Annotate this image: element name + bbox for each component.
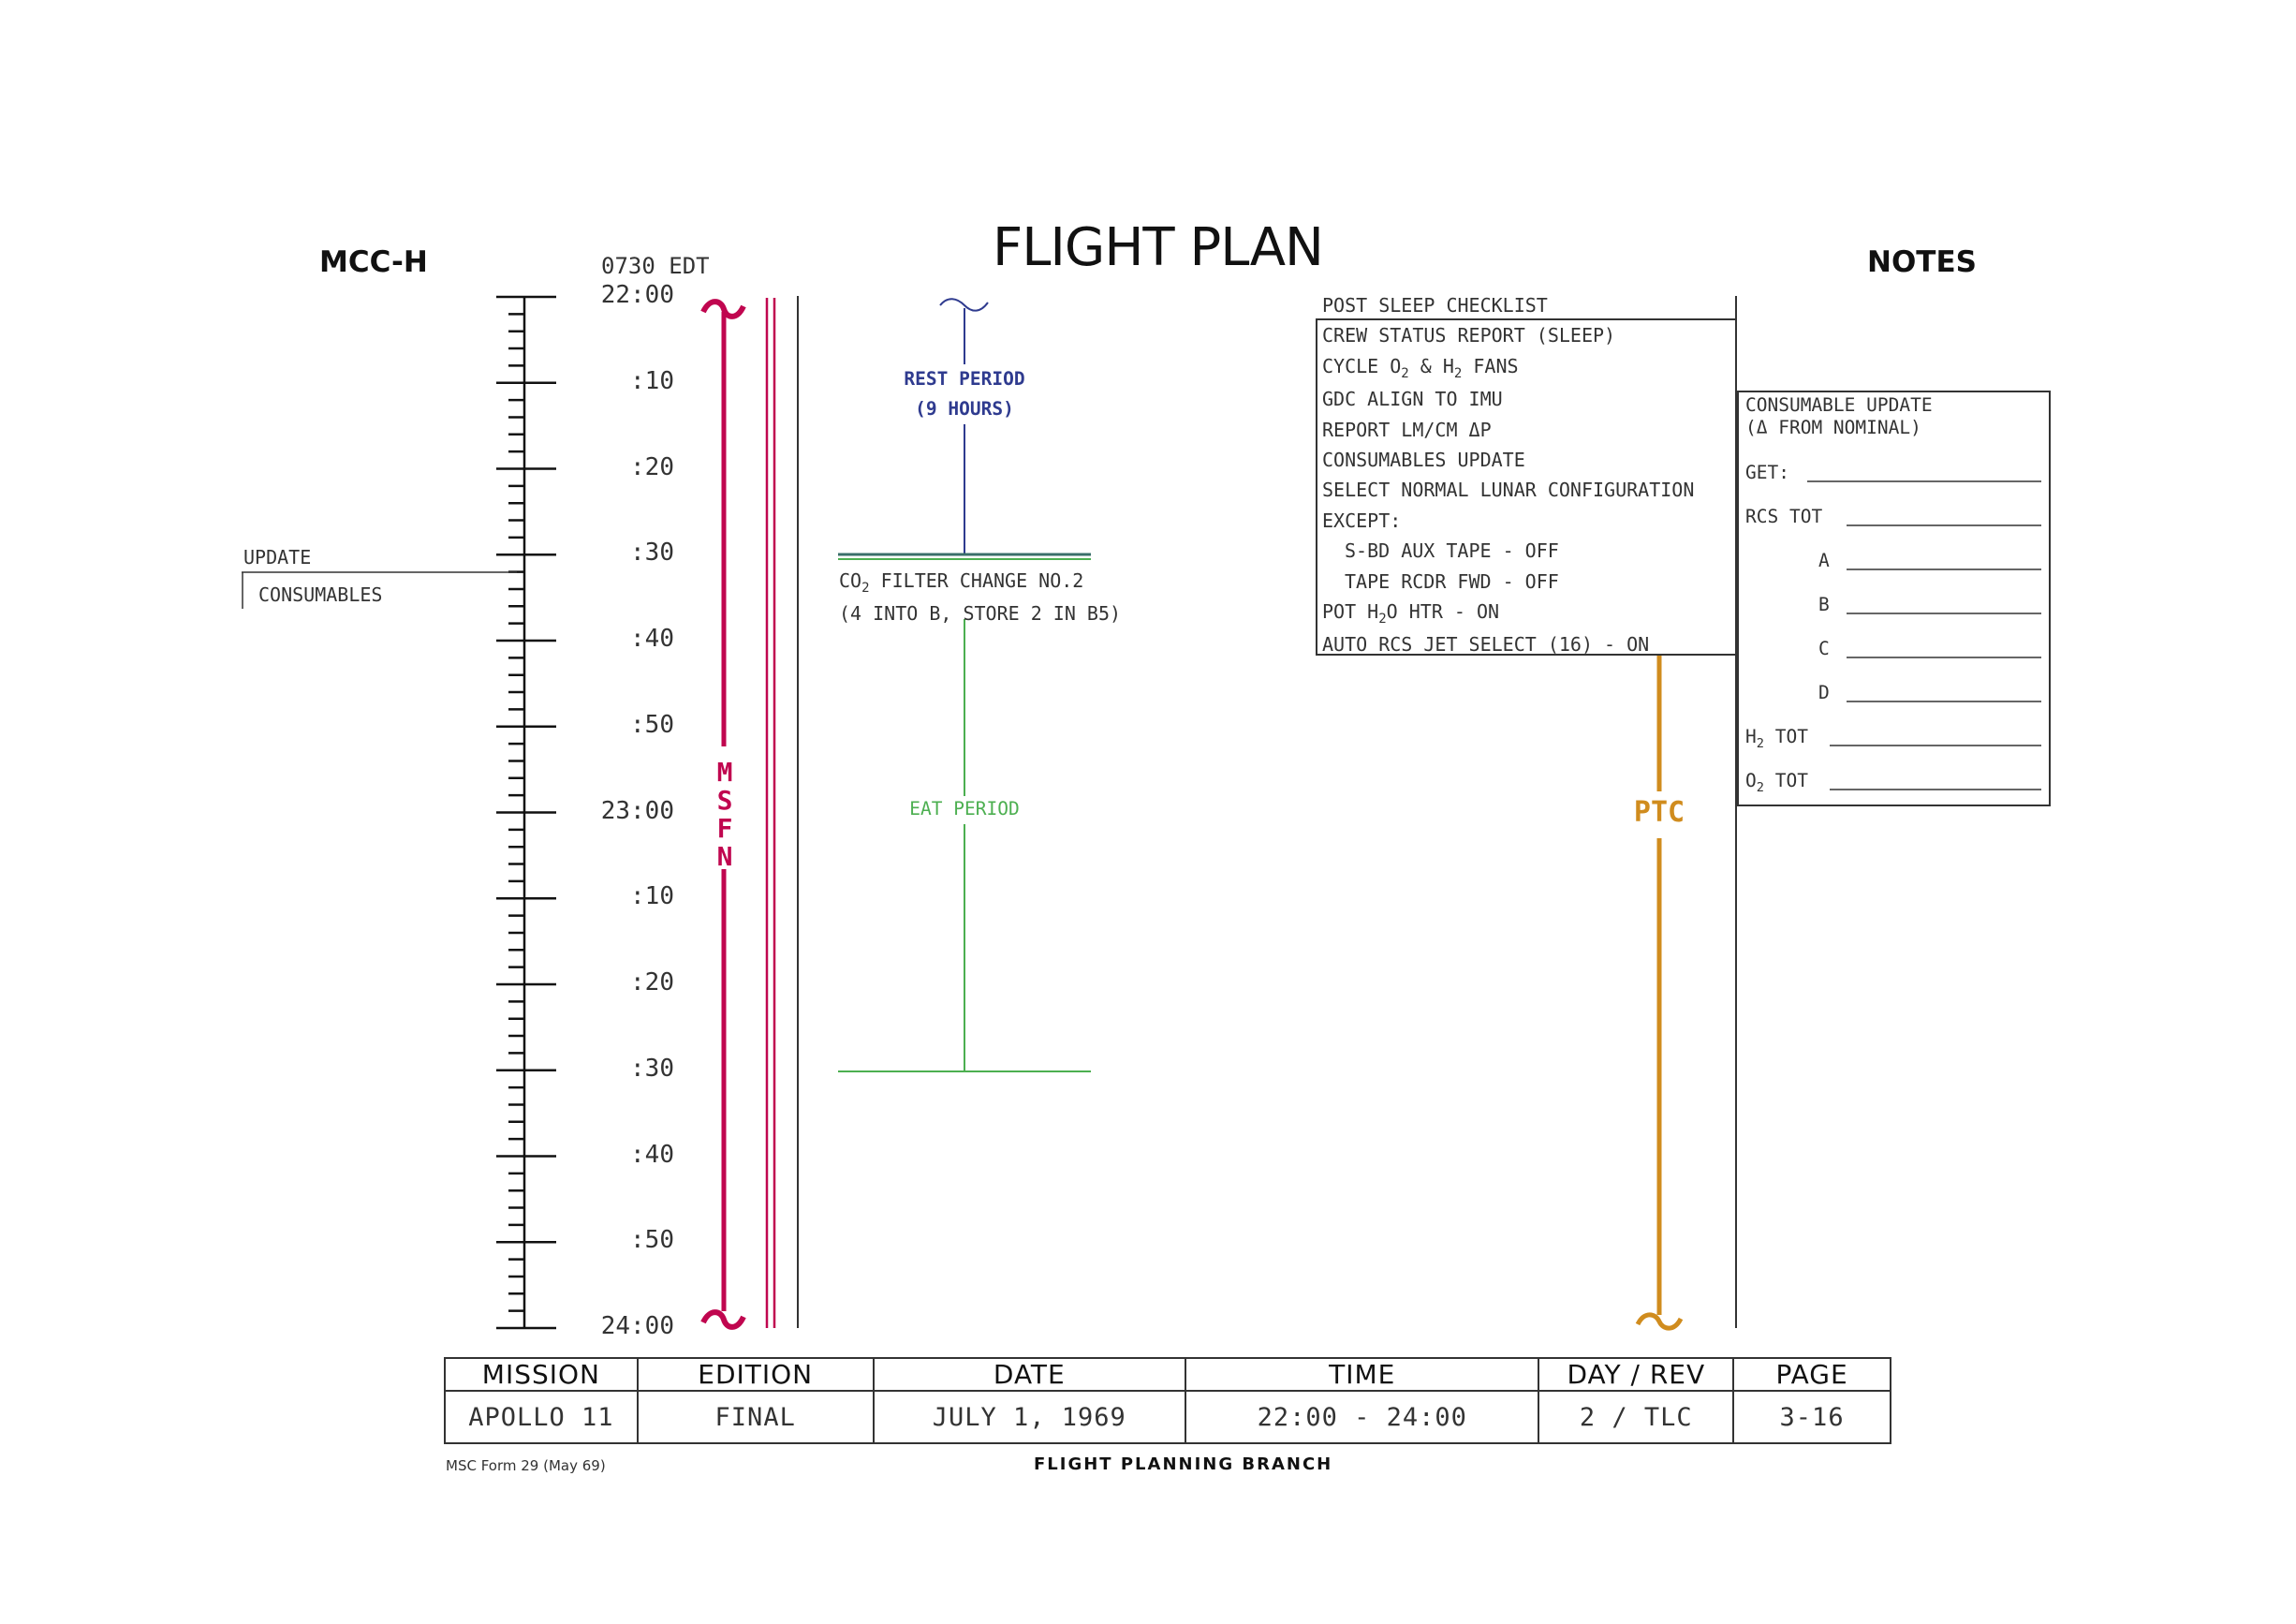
flight-planning-branch: FLIGHT PLANNING BRANCH bbox=[1034, 1454, 1333, 1474]
ptc-label: PTC bbox=[1633, 796, 1685, 829]
time-tick-label: :50 bbox=[630, 710, 674, 739]
time-tick-label: :10 bbox=[630, 366, 674, 395]
report-lm-cm-dp: REPORT LM/CM ΔP bbox=[1322, 418, 1492, 441]
post-sleep-checklist-box bbox=[1316, 318, 1737, 656]
co2-formula: CO bbox=[839, 569, 862, 592]
time-ruler bbox=[496, 295, 556, 1330]
local-time-label: 0730 EDT bbox=[601, 253, 710, 279]
date-value: JULY 1, 1969 bbox=[872, 1390, 1187, 1444]
consumable-blank-lines bbox=[1807, 480, 2041, 790]
time-tick-label: :10 bbox=[630, 882, 674, 911]
edition-header: EDITION bbox=[636, 1357, 875, 1392]
consumable-update-box bbox=[1737, 391, 2051, 806]
msfn-letter: F bbox=[716, 813, 733, 844]
msfn-end-tilde bbox=[700, 1309, 746, 1330]
msfn-station-label: M S F N bbox=[714, 759, 736, 871]
time-header: TIME bbox=[1185, 1357, 1540, 1392]
crew-status-report: CREW STATUS REPORT (SLEEP) bbox=[1322, 324, 1616, 347]
tape-rcdr-fwd: TAPE RCDR FWD - OFF bbox=[1345, 569, 1559, 593]
mcc-update-bracket bbox=[242, 571, 517, 609]
co2-subscript: 2 bbox=[861, 580, 870, 596]
page-footer-table: MISSION EDITION DATE TIME DAY / REV PAGE… bbox=[444, 1357, 1891, 1444]
time-tick-label: :30 bbox=[630, 539, 674, 568]
rest-period-start-tilde bbox=[939, 298, 989, 312]
mission-header: MISSION bbox=[444, 1357, 639, 1392]
except-label: EXCEPT: bbox=[1322, 509, 1402, 532]
time-tick-label: 22:00 bbox=[600, 281, 674, 309]
consumable-update-subtitle: (Δ FROM NOMINAL) bbox=[1745, 417, 1921, 438]
rest-period-label: REST PERIOD (9 HOURS) bbox=[880, 364, 1049, 424]
mcc-h-column-header: MCC-H bbox=[319, 245, 428, 279]
ptc-bar bbox=[1635, 656, 1684, 1331]
consumables-label: CONSUMABLES bbox=[258, 583, 383, 606]
co2-filter-text: FILTER CHANGE NO.2 bbox=[869, 569, 1084, 592]
mission-value: APOLLO 11 bbox=[444, 1390, 639, 1444]
crew-activity-lines bbox=[838, 298, 1091, 1072]
quad-d-label: D bbox=[1818, 682, 1830, 703]
msfn-letter: S bbox=[716, 785, 733, 816]
page-header: PAGE bbox=[1732, 1357, 1891, 1392]
time-tick-label: :50 bbox=[630, 1226, 674, 1255]
rest-period-hours: (9 HOURS) bbox=[915, 398, 1014, 420]
msfn-coverage-bar bbox=[700, 298, 776, 1330]
day-rev-value: 2 / TLC bbox=[1538, 1390, 1735, 1444]
h2-tot-label: H2 TOT bbox=[1745, 726, 1808, 751]
pot-h2o-htr: POT H2O HTR - ON bbox=[1322, 600, 1500, 627]
co2-filter-change-note: CO2 FILTER CHANGE NO.2 (4 INTO B, STORE … bbox=[839, 566, 1121, 628]
consumable-update-title: CONSUMABLE UPDATE bbox=[1745, 394, 1933, 416]
select-lunar-config: SELECT NORMAL LUNAR CONFIGURATION bbox=[1322, 479, 1695, 502]
eat-period-label: EAT PERIOD bbox=[880, 798, 1049, 819]
msfn-letter: N bbox=[716, 841, 733, 872]
rest-period-text: REST PERIOD bbox=[904, 368, 1025, 390]
o2-tot-label: O2 TOT bbox=[1745, 770, 1808, 795]
auto-rcs-jet-select: AUTO RCS JET SELECT (16) - ON bbox=[1322, 633, 1650, 657]
sbd-aux-tape: S-BD AUX TAPE - OFF bbox=[1345, 539, 1559, 563]
msfn-start-tilde bbox=[700, 299, 746, 319]
page-title: FLIGHT PLAN bbox=[993, 217, 1324, 278]
quad-b-label: B bbox=[1818, 594, 1830, 615]
day-rev-header: DAY / REV bbox=[1538, 1357, 1735, 1392]
post-sleep-checklist: POST SLEEP CHECKLIST bbox=[1322, 294, 1548, 317]
ptc-end-tilde bbox=[1635, 1312, 1684, 1331]
time-tick-label: 23:00 bbox=[600, 796, 674, 825]
quad-a-label: A bbox=[1818, 550, 1830, 571]
time-tick-label: :20 bbox=[630, 452, 674, 481]
co2-filter-detail: (4 INTO B, STORE 2 IN B5) bbox=[839, 602, 1122, 625]
cycle-fans: CYCLE O2 & H2 FANS bbox=[1322, 354, 1519, 381]
time-tick-label: 24:00 bbox=[600, 1312, 674, 1340]
time-value: 22:00 - 24:00 bbox=[1185, 1390, 1540, 1444]
time-tick-label: :20 bbox=[630, 968, 674, 997]
time-tick-label: :30 bbox=[630, 1054, 674, 1083]
get-label: GET: bbox=[1745, 462, 1789, 483]
edition-value: FINAL bbox=[636, 1390, 875, 1444]
time-tick-label: :40 bbox=[630, 625, 674, 653]
date-header: DATE bbox=[872, 1357, 1187, 1392]
spacecraft-checklist: POST SLEEP CHECKLIST CREW STATUS REPORT … bbox=[1322, 290, 1694, 660]
quad-c-label: C bbox=[1818, 638, 1830, 659]
msfn-letter: M bbox=[716, 757, 733, 788]
update-label: UPDATE bbox=[243, 546, 312, 568]
time-tick-label: :40 bbox=[630, 1140, 674, 1169]
consumables-update-item: CONSUMABLES UPDATE bbox=[1322, 449, 1525, 472]
gdc-align: GDC ALIGN TO IMU bbox=[1322, 388, 1503, 411]
form-number: MSC Form 29 (May 69) bbox=[446, 1457, 606, 1474]
rcs-tot-label: RCS TOT bbox=[1745, 506, 1823, 527]
page-value: 3-16 bbox=[1732, 1390, 1891, 1444]
notes-column-header: NOTES bbox=[1867, 245, 1977, 279]
